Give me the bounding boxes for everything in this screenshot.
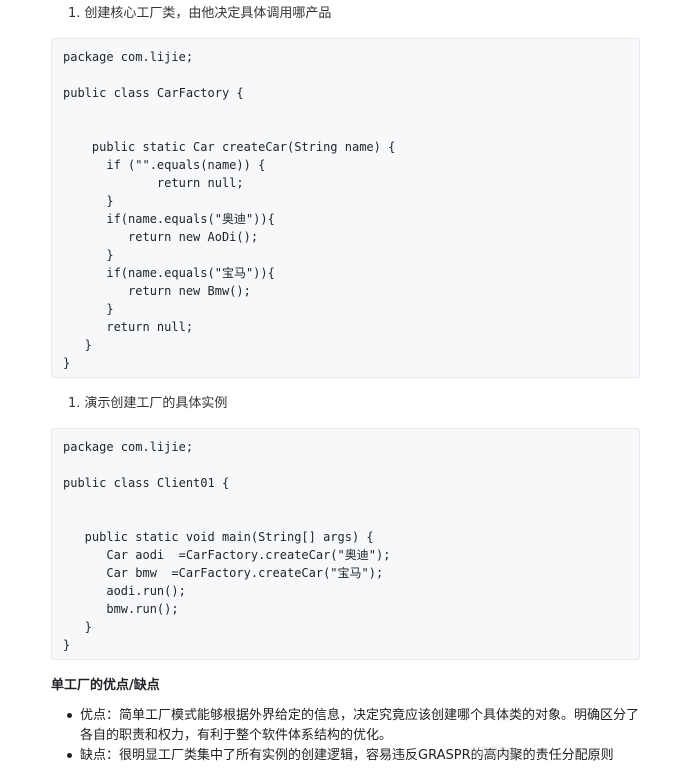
code-line: return null;	[63, 320, 194, 334]
code-line: package com.lijie;	[63, 50, 194, 64]
code-line: return new AoDi();	[63, 230, 259, 244]
code-line: if(name.equals("奥迪")){	[63, 212, 275, 226]
pros-cons-list: 优点：简单工厂模式能够根据外界给定的信息，决定究竟应该创建哪个具体类的对象。明确…	[51, 706, 651, 766]
code-line: }	[63, 620, 92, 634]
watermark: Y0809	[472, 745, 517, 761]
code-line: if ("".equals(name)) {	[63, 158, 266, 172]
code-line: }	[63, 248, 114, 262]
code-line: Car aodi =CarFactory.createCar("奥迪");	[63, 548, 391, 562]
code-line: public class CarFactory {	[63, 86, 244, 100]
step1-number: 1.	[68, 6, 81, 21]
section-heading: 单工厂的优点/缺点	[51, 678, 160, 693]
code-line: }	[63, 302, 114, 316]
code-block-client01[interactable]: package com.lijie; public class Client01 …	[51, 428, 640, 660]
code-line: }	[63, 194, 114, 208]
step2-text: 演示创建工厂的具体实例	[84, 396, 228, 411]
code-content-client01: package com.lijie; public class Client01 …	[52, 429, 639, 654]
code-line: public class Client01 {	[63, 476, 230, 490]
bullet-icon	[67, 713, 72, 718]
code-line: public static void main(String[] args) {	[63, 530, 374, 544]
code-block-carfactory[interactable]: package com.lijie; public class CarFactor…	[51, 38, 640, 378]
list-item: 优点：简单工厂模式能够根据外界给定的信息，决定究竟应该创建哪个具体类的对象。明确…	[51, 706, 651, 746]
bullet-icon	[67, 753, 72, 758]
code-line: public static Car createCar(String name)…	[63, 140, 396, 154]
code-content-carfactory: package com.lijie; public class CarFactor…	[52, 39, 639, 372]
code-line	[63, 456, 639, 474]
code-line: }	[63, 638, 71, 652]
code-line: bmw.run();	[63, 602, 179, 616]
code-line: package com.lijie;	[63, 440, 194, 454]
list-item: 缺点：很明显工厂类集中了所有实例的创建逻辑，容易违反GRASPR的高内聚的责任分…	[51, 746, 651, 766]
list-item-text: 优点：简单工厂模式能够根据外界给定的信息，决定究竟应该创建哪个具体类的对象。明确…	[80, 708, 640, 743]
code-line	[63, 510, 639, 528]
code-line: return new Bmw();	[63, 284, 251, 298]
step1-item: 1.创建核心工厂类，由他决定具体调用哪产品	[68, 5, 331, 23]
code-line: }	[63, 356, 71, 370]
code-line	[63, 102, 639, 120]
code-line: aodi.run();	[63, 584, 186, 598]
code-line: return null;	[63, 176, 244, 190]
list-item-text: 缺点：很明显工厂类集中了所有实例的创建逻辑，容易违反GRASPR的高内聚的责任分…	[80, 748, 614, 763]
step2-number: 1.	[68, 396, 81, 411]
code-line: if(name.equals("宝马")){	[63, 266, 275, 280]
step2-item: 1.演示创建工厂的具体实例	[68, 395, 227, 413]
code-line: }	[63, 338, 92, 352]
code-line	[63, 66, 639, 84]
step1-text: 创建核心工厂类，由他决定具体调用哪产品	[84, 6, 332, 21]
code-line: Car bmw =CarFactory.createCar("宝马");	[63, 566, 384, 580]
code-line	[63, 492, 639, 510]
code-line	[63, 120, 639, 138]
